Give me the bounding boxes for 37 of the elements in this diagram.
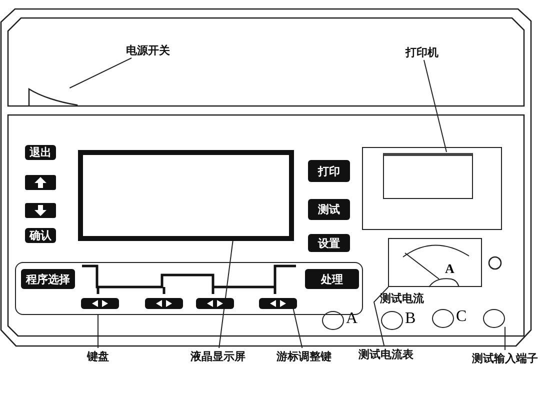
ammeter (388, 238, 482, 287)
callout-label: 液晶显示屏 (182, 348, 254, 364)
callout-label: 测试电流表 (350, 346, 422, 362)
lcd-screen (78, 150, 294, 241)
input-terminal (432, 309, 454, 328)
leader-line (218, 240, 234, 348)
cursor-key (259, 298, 297, 309)
cursor-key (81, 298, 119, 309)
print-key: 打印 (308, 160, 350, 182)
power-switch (28, 88, 78, 106)
input-terminal (322, 311, 344, 330)
paper-window (383, 153, 473, 199)
leader-line (373, 286, 389, 346)
callout-label: 游标调整键 (268, 348, 340, 364)
callout-label: 测试输入端子 (462, 350, 548, 366)
confirm-key: 确认 (25, 228, 56, 243)
exit-key: 退出 (25, 145, 56, 160)
meter-label: 测试电流 (380, 291, 424, 306)
process-key: 处理 (305, 269, 359, 289)
printer-unit (362, 147, 502, 230)
callout-label: 打印机 (398, 44, 446, 60)
input-terminal (483, 309, 505, 328)
input-terminal (381, 311, 403, 330)
leader-line (504, 326, 506, 350)
callout-label: 电源开关 (118, 42, 178, 58)
leader-line (292, 308, 303, 348)
leader-line (69, 58, 132, 88)
cursor-key (145, 298, 183, 309)
test-key: 测试 (308, 199, 350, 220)
settings-key: 设置 (308, 234, 350, 252)
program-select-key: 程序选择 (21, 269, 75, 289)
leader-line (423, 60, 447, 152)
terminal-label: C (456, 308, 467, 326)
callout-label: 键盘 (80, 348, 116, 364)
terminal-label: B (405, 310, 416, 328)
meter-unit-label: A (445, 261, 454, 277)
cursor-key (196, 298, 234, 309)
